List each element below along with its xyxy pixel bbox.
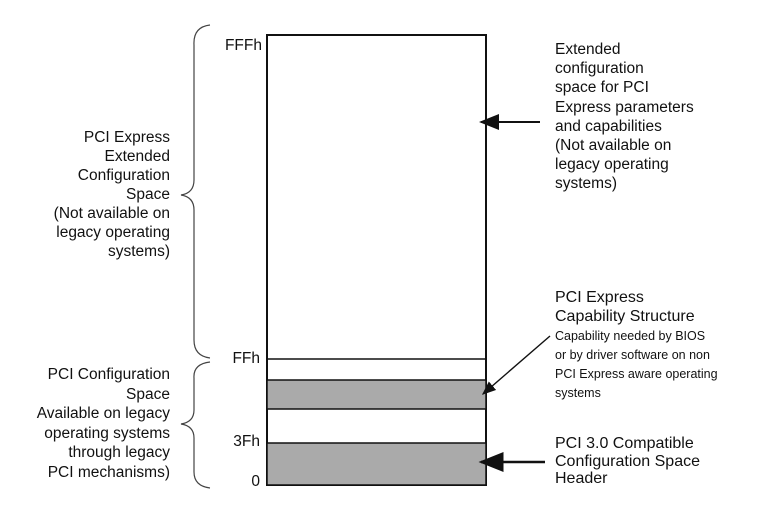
address-ffh: FFh [232, 350, 260, 367]
address-3fh: 3Fh [233, 433, 260, 450]
address-zero: 0 [251, 473, 260, 490]
extended-space-brace [180, 24, 211, 359]
label-extended-config-space: PCI Express Extended Configuration Space… [53, 129, 170, 260]
label-capability-description: Capability needed by BIOS or by driver s… [555, 329, 718, 400]
label-extended-configuration: Extended configuration space for PCI Exp… [555, 41, 694, 193]
address-fffh: FFFh [224, 37, 262, 54]
pci-config-brace [180, 361, 211, 489]
capability-arrow [481, 335, 551, 395]
header-block [266, 442, 487, 486]
config-space-box [266, 34, 487, 486]
label-config-space-header: PCI 3.0 Compatible Configuration Space H… [555, 435, 700, 487]
label-capability-structure-title: PCI Express Capability Structure [555, 289, 695, 325]
capability-structure-block [266, 379, 487, 410]
label-pci-config-space: PCI Configuration Space Available on leg… [36, 366, 170, 481]
